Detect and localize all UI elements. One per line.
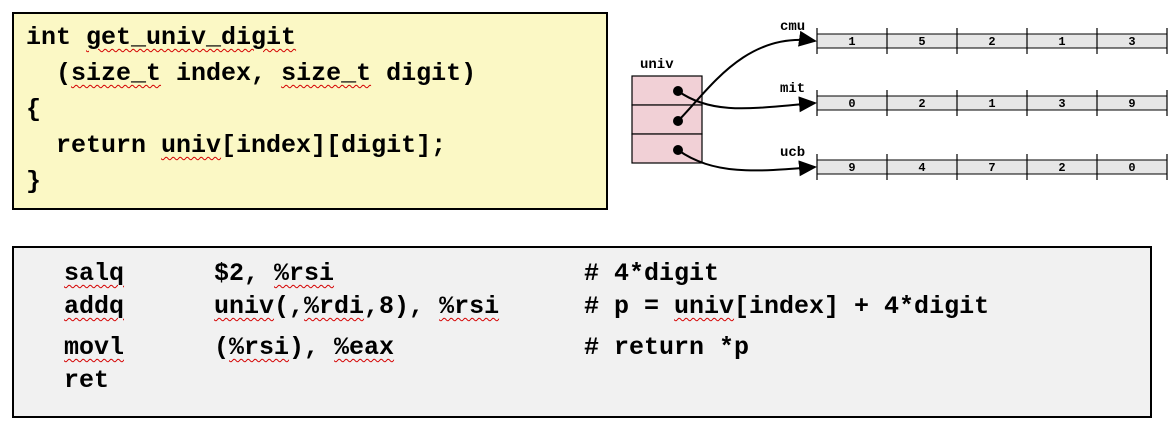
univ-label: univ xyxy=(640,57,674,73)
array-name-label: mit xyxy=(780,81,805,97)
asm-opcode: addq xyxy=(64,292,125,321)
assembly-code-block: salq $2, %rsi # 4*digit addq univ(,%rdi,8), … xyxy=(12,246,1152,418)
code-token: # p = xyxy=(584,292,675,321)
array-element: 9 xyxy=(1128,97,1135,111)
spellcheck-flagged-token: univ xyxy=(161,131,222,160)
code-token: [index][digit]; xyxy=(221,131,447,160)
code-token: # 4*digit xyxy=(584,259,720,288)
code-line: } xyxy=(26,167,41,196)
spellcheck-flagged-token: %rsi xyxy=(274,259,335,288)
spellcheck-flagged-token: univ xyxy=(214,292,275,321)
code-line: int get_univ_digit xyxy=(26,23,296,52)
code-token: index, xyxy=(161,59,282,88)
int-array-mit: mit 0 2 1 3 9 xyxy=(780,81,1168,116)
code-line: return univ[index][digit]; xyxy=(26,131,446,160)
asm-opcode: ret xyxy=(64,366,110,395)
code-token: # return *p xyxy=(584,333,750,362)
code-token: return xyxy=(26,131,162,160)
pointer-cell xyxy=(631,133,703,164)
spellcheck-flagged-token: univ xyxy=(674,292,735,321)
array-element: 1 xyxy=(988,97,995,111)
array-element: 1 xyxy=(1058,35,1065,49)
code-token: digit) xyxy=(371,59,477,88)
code-line: { xyxy=(26,95,41,124)
code-token: [index] + 4*digit xyxy=(734,292,990,321)
pointer-cell xyxy=(631,75,703,106)
pointer-arrow xyxy=(677,149,817,177)
array-element: 4 xyxy=(918,161,925,175)
pointer-cell xyxy=(631,104,703,135)
array-element: 5 xyxy=(918,35,925,49)
code-line: (size_t index, size_t digit) xyxy=(26,59,476,88)
code-token: ( xyxy=(214,333,230,362)
array-element: 3 xyxy=(1058,97,1065,111)
c-code-block: int get_univ_digit (size_t index, size_t… xyxy=(12,12,608,210)
spellcheck-flagged-token: %rsi xyxy=(229,333,290,362)
array-name-label: ucb xyxy=(780,145,805,161)
code-token: (, xyxy=(274,292,305,321)
array-element: 0 xyxy=(1128,161,1135,175)
array-element: 3 xyxy=(1128,35,1135,49)
array-pointer-diagram: univ cmu 1 5 2 1 3 mit 0 2 1 3 9 ucb 9 4 7 2 0 xyxy=(631,19,1168,180)
asm-comment: # p = univ[index] + 4*digit xyxy=(584,291,989,323)
code-token: { xyxy=(26,95,42,124)
array-element: 1 xyxy=(848,35,855,49)
asm-operands: (%rsi), %eax xyxy=(214,332,394,364)
array-element: 2 xyxy=(988,35,995,49)
spellcheck-flagged-token: %eax xyxy=(334,333,395,362)
asm-opcode: salq xyxy=(64,259,125,288)
code-token: ), xyxy=(289,333,335,362)
asm-comment: # 4*digit xyxy=(584,258,719,290)
asm-operands: $2, %rsi xyxy=(214,258,334,290)
code-token: $2, xyxy=(214,259,275,288)
spellcheck-flagged-token: %rsi xyxy=(439,292,500,321)
code-token: int xyxy=(26,23,87,52)
array-element: 2 xyxy=(1058,161,1065,175)
int-array-cmu: cmu 1 5 2 1 3 xyxy=(780,19,1168,54)
spellcheck-flagged-token: size_t xyxy=(71,59,162,88)
code-token: ( xyxy=(26,59,72,88)
pointer-arrow xyxy=(677,30,817,122)
asm-opcode: movl xyxy=(64,333,125,362)
spellcheck-flagged-token: %rdi xyxy=(304,292,365,321)
array-element: 9 xyxy=(848,161,855,175)
spellcheck-flagged-token: size_t xyxy=(281,59,372,88)
array-element: 2 xyxy=(918,97,925,111)
c-source-code: int get_univ_digit (size_t index, size_t… xyxy=(14,14,606,200)
pointer-arrow xyxy=(677,90,817,113)
code-token: ,8), xyxy=(364,292,440,321)
array-element: 7 xyxy=(988,161,995,175)
int-array-ucb: ucb 9 4 7 2 0 xyxy=(780,145,1168,180)
asm-operands: univ(,%rdi,8), %rsi xyxy=(214,291,499,323)
array-element: 0 xyxy=(848,97,855,111)
spellcheck-flagged-token: get_univ_digit xyxy=(86,23,297,52)
asm-comment: # return *p xyxy=(584,332,749,364)
array-name-label: cmu xyxy=(780,19,805,35)
code-token: } xyxy=(26,167,42,196)
